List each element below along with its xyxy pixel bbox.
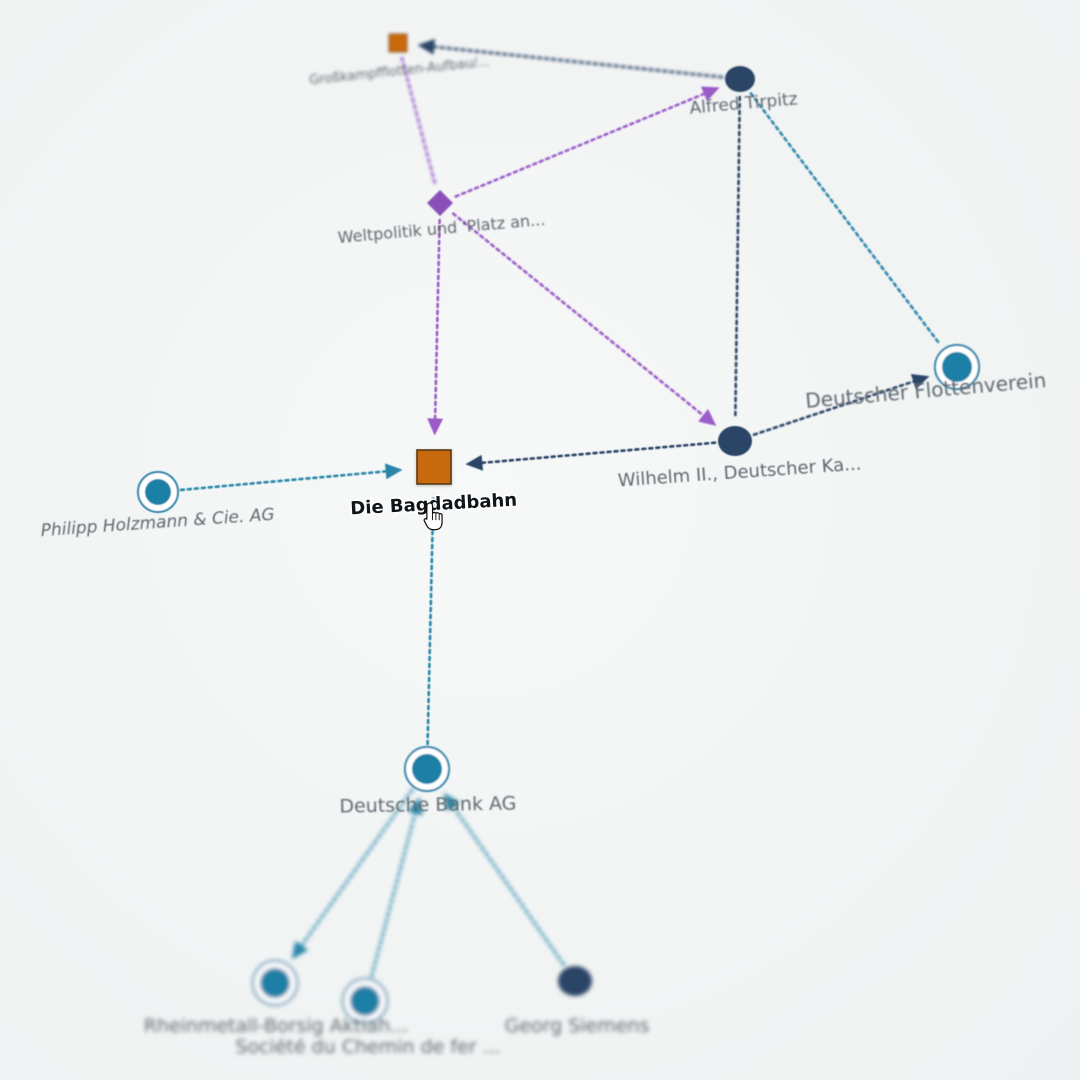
node-label-flottenverein[interactable]: Deutscher Flottenverein xyxy=(804,368,1047,413)
edge-tirpitz-to-wilhelm[interactable] xyxy=(734,95,742,419)
edge-societe-to-deutschebank[interactable] xyxy=(370,797,423,979)
edge-line xyxy=(179,469,390,492)
edge-weltpolitik-to-bagdadbahn[interactable] xyxy=(427,218,444,436)
edge-arrowhead xyxy=(698,409,717,426)
edge-weltpolitik-to-wilhelm[interactable] xyxy=(451,212,717,426)
node-circle-icon xyxy=(145,479,171,505)
node-circle-icon xyxy=(412,754,442,784)
labels-layer: Großkampfflotten-Aufbau/...Alfred Tirpit… xyxy=(40,55,1047,1058)
node-tirpitz[interactable] xyxy=(725,66,755,92)
edge-line xyxy=(752,379,918,436)
edge-grosskampf-to-weltpolitik[interactable] xyxy=(400,56,436,184)
pointer-hand-shape xyxy=(423,502,443,531)
node-rheinmetall[interactable] xyxy=(252,960,298,1006)
edge-arrowhead xyxy=(700,86,720,102)
edge-line xyxy=(370,809,418,979)
cursor-layer xyxy=(423,502,443,531)
edge-arrowhead xyxy=(407,797,423,816)
edge-siemens-to-deutschebank[interactable] xyxy=(443,792,565,966)
node-circle-icon xyxy=(558,966,592,996)
edge-line xyxy=(298,788,414,950)
edge-weltpolitik-to-tirpitz[interactable] xyxy=(454,86,720,198)
edge-line xyxy=(433,218,441,423)
node-circle-icon xyxy=(725,66,755,92)
node-square-icon xyxy=(416,449,452,485)
edge-line xyxy=(749,92,941,346)
edge-holzmann-to-bagdadbahn[interactable] xyxy=(179,463,403,492)
edge-arrowhead xyxy=(417,38,436,55)
edge-line xyxy=(450,802,565,966)
node-circle-icon xyxy=(350,986,380,1016)
edge-deutschebank-to-bagdadbahn[interactable] xyxy=(426,497,435,746)
edges-layer xyxy=(179,38,941,979)
edge-tirpitz-to-flottenverein[interactable] xyxy=(749,92,941,346)
edge-line xyxy=(454,91,709,198)
edge-line xyxy=(430,45,724,79)
node-label-deutschebank[interactable]: Deutsche Bank AG xyxy=(339,792,516,817)
edge-arrowhead xyxy=(465,454,483,471)
node-label-societe[interactable]: Société du Chemin de fer ... xyxy=(235,1036,500,1058)
edge-line xyxy=(400,56,436,184)
node-societe[interactable] xyxy=(342,978,388,1024)
node-bagdadbahn[interactable] xyxy=(416,449,452,485)
node-diamond-icon xyxy=(427,190,453,216)
edge-arrowhead xyxy=(910,374,930,390)
node-grosskampf[interactable] xyxy=(388,33,408,53)
edge-wilhelm-to-flottenverein[interactable] xyxy=(752,374,930,436)
edge-arrowhead xyxy=(443,792,460,812)
node-label-grosskampf[interactable]: Großkampfflotten-Aufbau/... xyxy=(308,55,490,89)
node-circle-icon xyxy=(260,968,290,998)
node-flottenverein[interactable] xyxy=(934,344,980,390)
node-label-siemens[interactable]: Georg Siemens xyxy=(505,1015,650,1037)
edge-arrowhead xyxy=(427,418,444,436)
edge-arrowhead xyxy=(291,940,309,960)
node-square-icon xyxy=(388,33,408,53)
pointer-hand-icon xyxy=(423,502,443,531)
edge-wilhelm-to-bagdadbahn[interactable] xyxy=(465,441,717,471)
edge-line xyxy=(734,95,742,419)
node-circle-icon xyxy=(942,352,972,382)
edge-line xyxy=(478,441,717,465)
node-label-wilhelm[interactable]: Wilhelm II., Deutscher Ka... xyxy=(617,454,862,492)
edge-line xyxy=(426,497,435,746)
node-circle-icon xyxy=(718,426,752,456)
node-weltpolitik[interactable] xyxy=(427,190,453,216)
node-holzmann[interactable] xyxy=(137,471,179,513)
node-deutschebank[interactable] xyxy=(404,746,450,792)
node-wilhelm[interactable] xyxy=(718,426,752,456)
node-siemens[interactable] xyxy=(558,966,592,996)
edge-tirpitz-to-grosskampf[interactable] xyxy=(417,38,724,79)
node-label-rheinmetall[interactable]: Rheinmetall-Borsig Aktiah... xyxy=(144,1015,409,1037)
edge-arrowhead xyxy=(385,463,403,480)
edge-deutschebank-to-rheinmetall[interactable] xyxy=(291,788,414,960)
edge-line xyxy=(451,212,707,419)
node-label-weltpolitik[interactable]: Weltpolitik und 'Platz an... xyxy=(337,210,546,247)
nodes-layer xyxy=(137,33,980,1024)
